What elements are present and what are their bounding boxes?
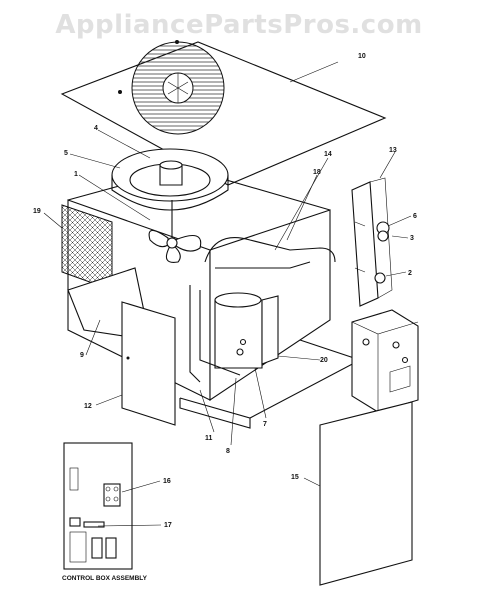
cabinet-body bbox=[61, 167, 362, 429]
callout-20: 20 bbox=[320, 357, 328, 364]
fan-orifice bbox=[111, 148, 229, 211]
top-cover-panel bbox=[60, 40, 387, 186]
access-panel bbox=[319, 401, 413, 586]
control-box-housing bbox=[351, 309, 419, 413]
leader-lines bbox=[43, 61, 412, 527]
control-bracket bbox=[351, 177, 393, 307]
callout-6: 6 bbox=[413, 213, 417, 220]
callout-9: 9 bbox=[80, 352, 84, 359]
fan-blade-assembly bbox=[148, 200, 202, 263]
callout-14: 14 bbox=[324, 151, 332, 158]
corner-panel bbox=[121, 301, 176, 426]
callout-5: 5 bbox=[64, 150, 68, 157]
callout-2: 2 bbox=[408, 270, 412, 277]
callout-8: 8 bbox=[226, 448, 230, 455]
callout-12: 12 bbox=[84, 403, 92, 410]
callout-3: 3 bbox=[410, 235, 414, 242]
callout-13: 13 bbox=[389, 147, 397, 154]
callout-4: 4 bbox=[94, 125, 98, 132]
callout-1: 1 bbox=[74, 171, 78, 178]
control-box-caption: CONTROL BOX ASSEMBLY bbox=[62, 575, 148, 582]
callout-labels: 10 4 5 1 19 14 13 18 6 3 2 20 7 8 11 12 … bbox=[33, 53, 417, 529]
callout-17: 17 bbox=[164, 522, 172, 529]
control-box-inset bbox=[63, 442, 133, 570]
compressor-assembly bbox=[189, 237, 336, 383]
callout-11: 11 bbox=[205, 435, 213, 442]
callout-7: 7 bbox=[263, 421, 267, 428]
callout-10: 10 bbox=[358, 53, 366, 60]
callout-18: 18 bbox=[313, 169, 321, 176]
watermark: AppliancePartsPros.com bbox=[55, 10, 423, 40]
callout-16: 16 bbox=[163, 478, 171, 485]
panel-screw bbox=[126, 356, 130, 360]
callout-19: 19 bbox=[33, 208, 41, 215]
callout-15: 15 bbox=[291, 474, 299, 481]
